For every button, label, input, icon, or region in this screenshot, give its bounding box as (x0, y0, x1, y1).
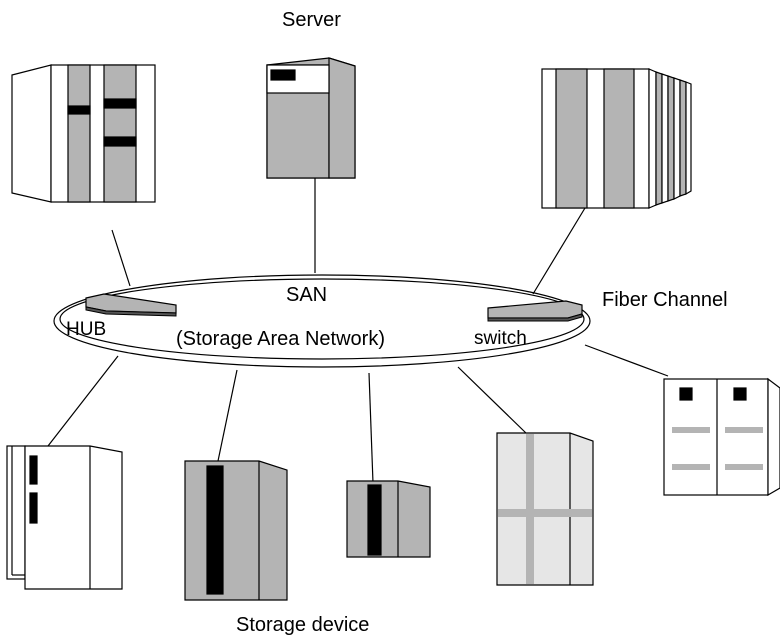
connection-lines (47, 178, 669, 484)
hub-label: HUB (66, 319, 106, 340)
san-full-label: (Storage Area Network) (176, 328, 385, 350)
storage-device-1 (6, 445, 123, 590)
storage-device-4 (496, 432, 594, 586)
switch-label: switch (474, 328, 527, 349)
hub-device (85, 293, 177, 317)
san-ring (53, 274, 591, 368)
server-left (11, 64, 156, 203)
storage-device-3 (346, 480, 431, 558)
switch-device (487, 300, 583, 322)
storage-device-2 (184, 460, 288, 601)
server-right (541, 68, 692, 209)
san-label: SAN (286, 284, 327, 306)
server-label: Server (282, 9, 341, 31)
fiber-channel-label: Fiber Channel (602, 289, 728, 311)
server-center (266, 57, 356, 179)
storage-device-label: Storage device (236, 614, 369, 636)
storage-device-5 (663, 377, 780, 497)
